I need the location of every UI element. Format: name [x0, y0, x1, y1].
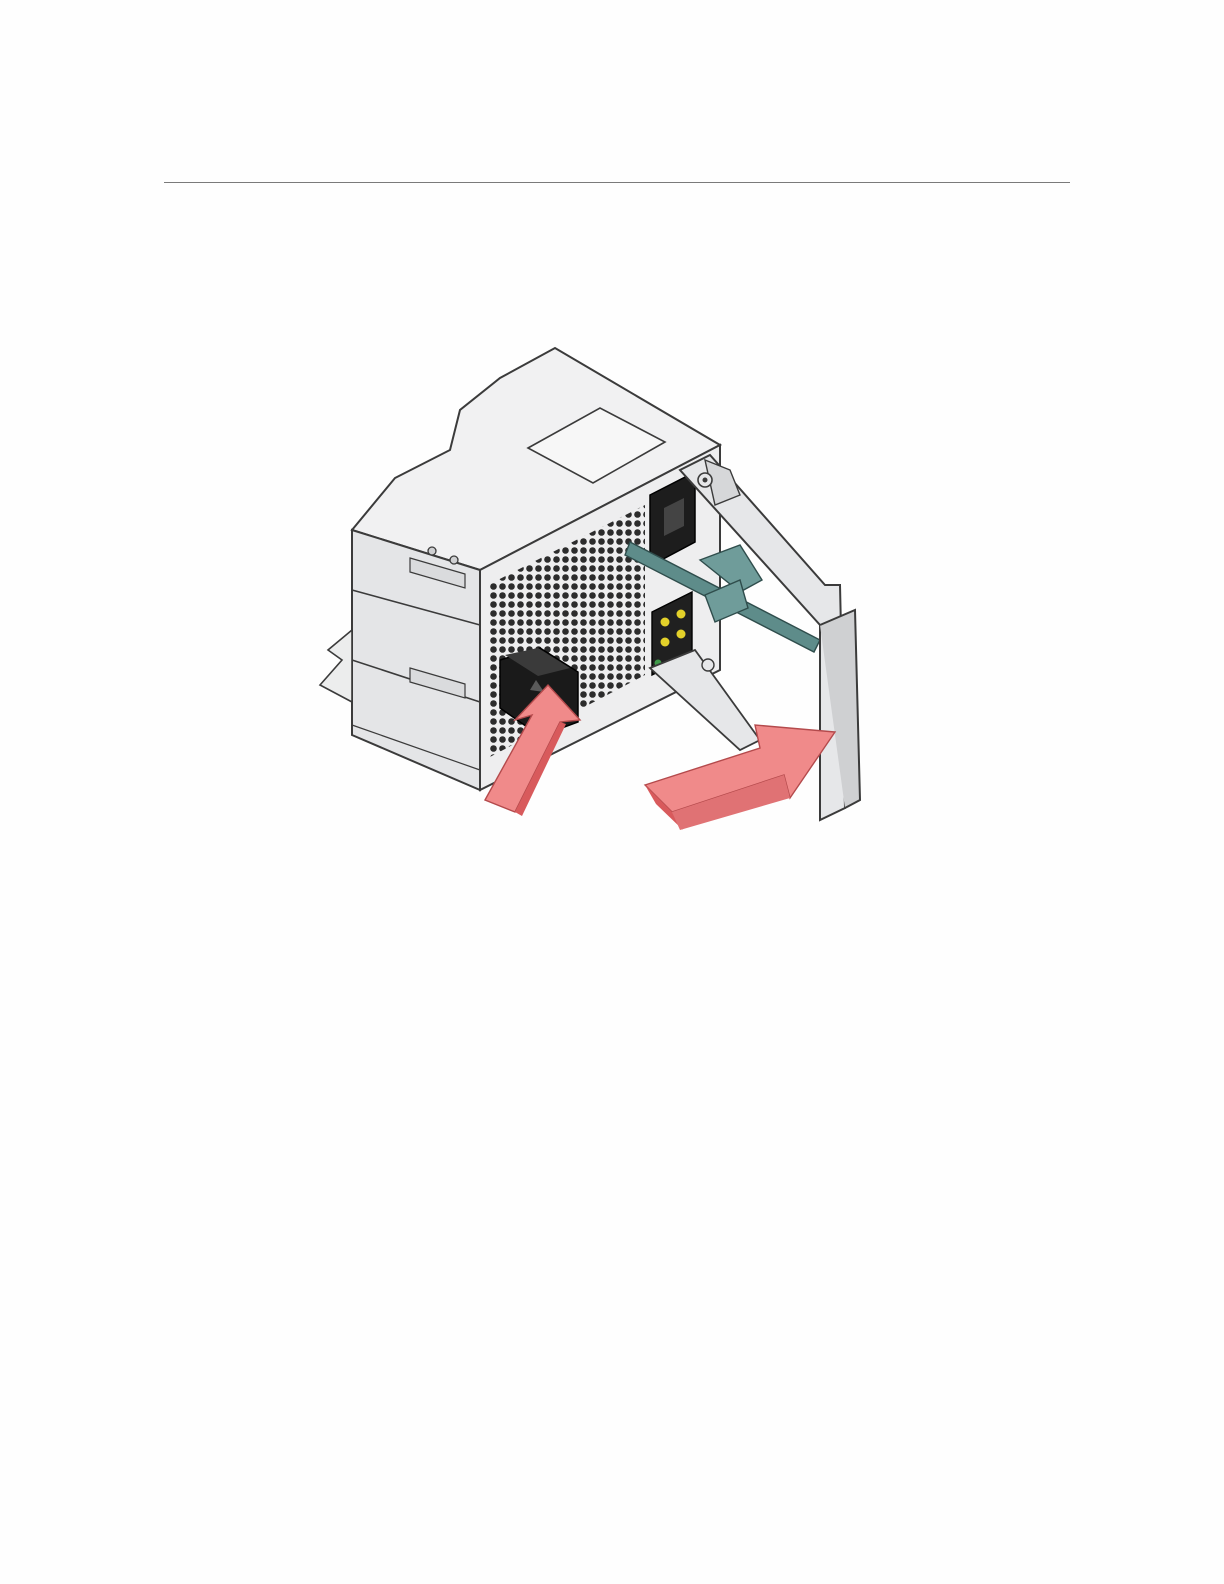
power-supply-insertion-figure — [300, 330, 900, 850]
figure-canvas — [300, 330, 900, 850]
header-rule — [164, 182, 1070, 183]
